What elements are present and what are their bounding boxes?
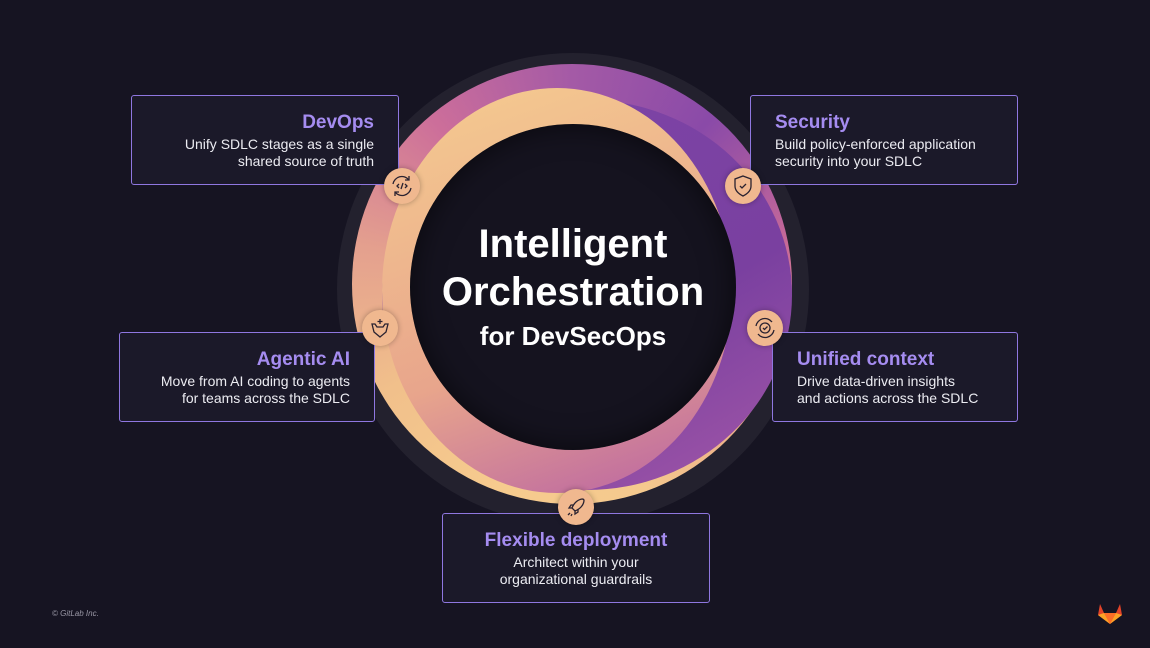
rocket-icon — [558, 489, 594, 525]
card-title: Unified context — [797, 349, 935, 370]
card-title: Security — [775, 112, 850, 133]
card-text: Drive data-driven insights — [797, 373, 955, 389]
shield-check-icon — [725, 168, 761, 204]
card-text: Unify SDLC stages as a single — [184, 136, 374, 152]
card-unified-context: Unified context Drive data-driven insigh… — [772, 332, 1018, 422]
copyright: © GitLab Inc. — [52, 609, 99, 618]
code-cycle-icon — [384, 168, 420, 204]
card-security: Security Build policy-enforced applicati… — [750, 95, 1018, 185]
card-title: Agentic AI — [256, 349, 350, 370]
center-circle — [410, 124, 736, 450]
card-agentic-ai: Agentic AI Move from AI coding to agents… — [119, 332, 375, 422]
title-line-3: for DevSecOps — [479, 321, 667, 351]
title-line-2: Orchestration — [441, 270, 705, 314]
gitlab-logo — [1097, 601, 1123, 630]
title-line-1: Intelligent — [478, 222, 668, 266]
center-title: Intelligent Orchestration for DevSecOps — [410, 220, 736, 354]
card-title: Flexible deployment — [484, 530, 668, 551]
sync-check-icon — [747, 310, 783, 346]
card-text: Move from AI coding to agents — [160, 373, 350, 389]
card-text: and actions across the SDLC — [797, 390, 979, 406]
card-text: for teams across the SDLC — [181, 390, 350, 406]
card-text: shared source of truth — [237, 153, 374, 169]
card-text: organizational guardrails — [499, 571, 653, 587]
tanuki-sparkle-icon — [362, 310, 398, 346]
card-devops: DevOps Unify SDLC stages as a single sha… — [131, 95, 399, 185]
card-text: security into your SDLC — [775, 153, 923, 169]
card-title: DevOps — [302, 112, 374, 133]
card-text: Architect within your — [513, 554, 639, 570]
card-text: Build policy-enforced application — [775, 136, 976, 152]
card-flexible-deployment: Flexible deployment Architect within you… — [442, 513, 710, 603]
